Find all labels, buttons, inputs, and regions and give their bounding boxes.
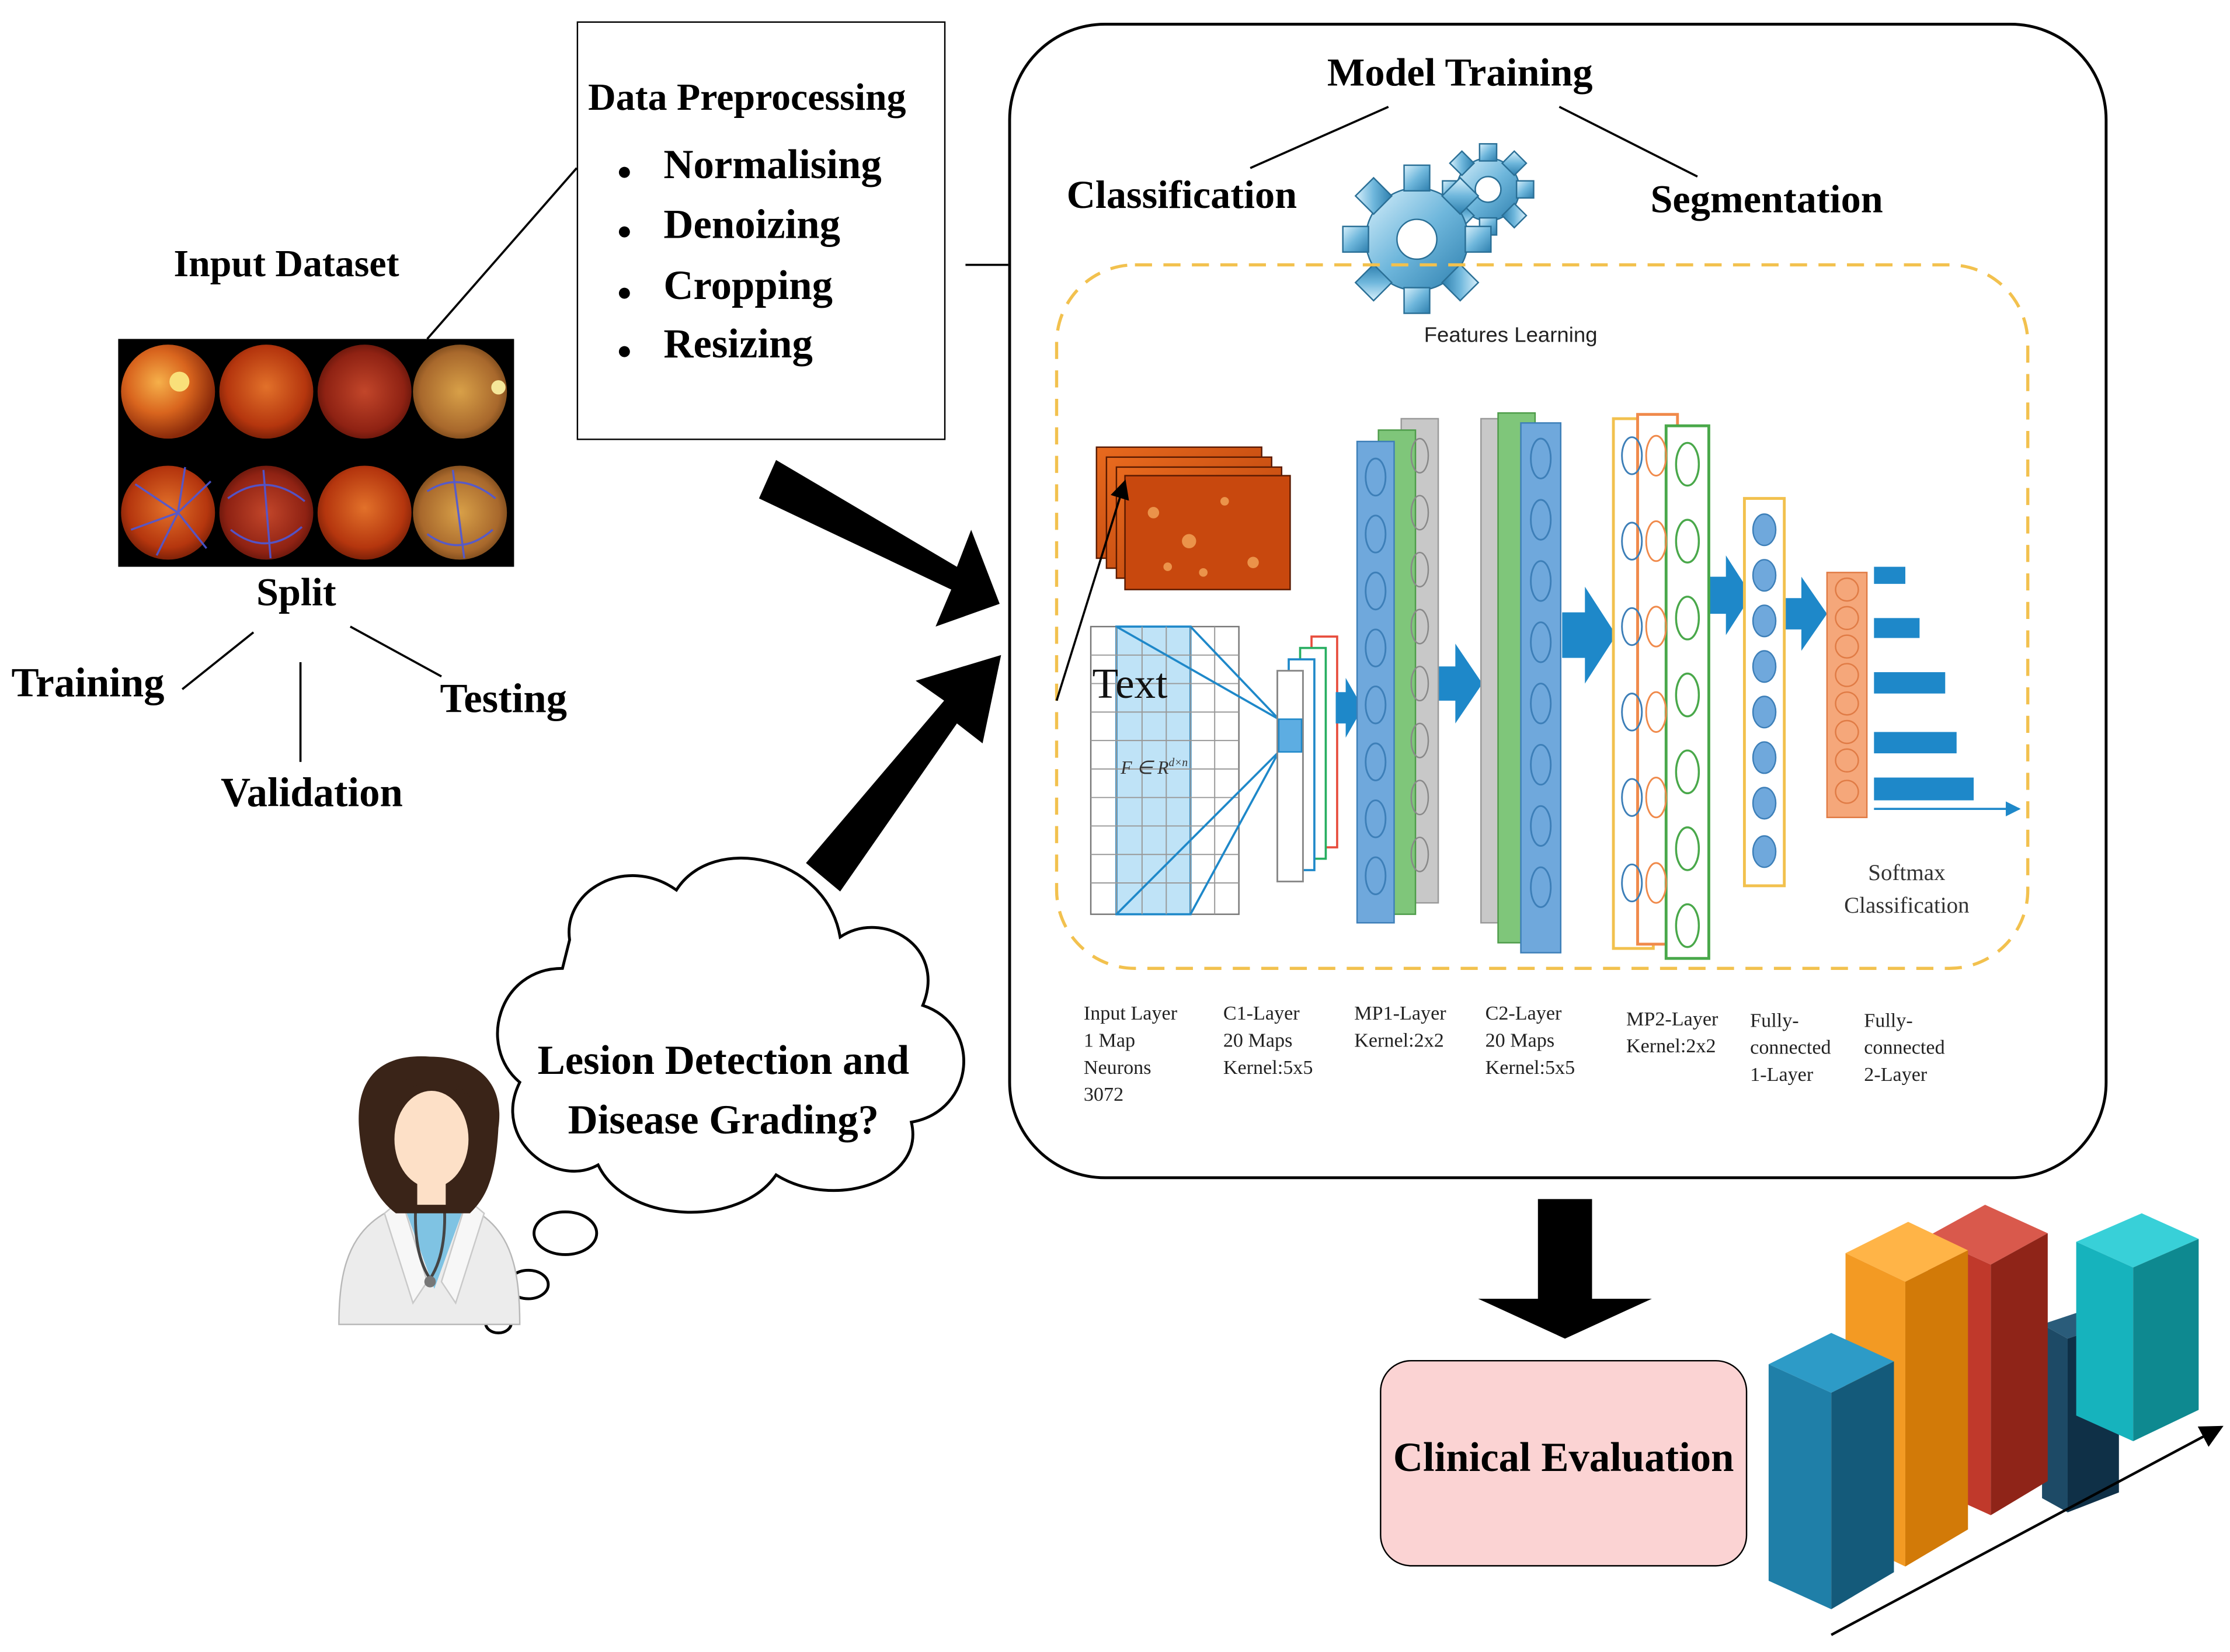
input-formula: F ∈ Rd×n xyxy=(1121,756,1188,778)
preprocessing-title: Data Preprocessing xyxy=(588,75,906,119)
cloud-question: Lesion Detection and Disease Grading? xyxy=(537,1038,910,1144)
layer-label-fc2: Fully- connected 2-Layer xyxy=(1864,1011,1945,1087)
clinical-evaluation-label: Clinical Evaluation xyxy=(1393,1435,1734,1481)
layer-label-mp2: MP2-Layer Kernel:2x2 xyxy=(1626,1010,1718,1058)
doctor-icon xyxy=(338,1056,521,1326)
segmentation-label: Segmentation xyxy=(1650,178,1883,222)
classification-label: Classification xyxy=(1066,173,1297,218)
preprocessing-box xyxy=(576,21,946,440)
thought-cloud-icon xyxy=(484,857,965,1335)
mp1-layer xyxy=(1356,418,1439,924)
softmax-bars xyxy=(1874,566,1974,801)
gears-icon xyxy=(1342,143,1535,314)
layer-label-c2: C2-Layer 20 Maps Kernel:5x5 xyxy=(1485,1004,1575,1080)
feature-map-stack xyxy=(1095,446,1291,590)
model-training-box xyxy=(1008,23,2108,1180)
clinical-evaluation-box xyxy=(1380,1359,1748,1567)
fc1-layer xyxy=(1742,497,1786,888)
layer-label-input: Input Layer 1 Map Neurons 3072 xyxy=(1083,1004,1178,1107)
mp2-layer xyxy=(1612,413,1710,960)
features-learning-label: Features Learning xyxy=(1424,323,1598,348)
arrow-to-evaluation xyxy=(1478,1199,1652,1339)
layer-label-c1: C1-Layer 20 Maps Kernel:5x5 xyxy=(1223,1004,1313,1080)
bar-chart-icon xyxy=(1768,1205,2224,1636)
split-title: Split xyxy=(256,571,336,615)
arrow-cloud-to-model xyxy=(806,655,1001,892)
split-training: Training xyxy=(11,660,165,707)
model-training-title: Model Training xyxy=(1327,51,1593,96)
fc2-layer xyxy=(1826,572,1868,819)
input-dataset-image xyxy=(118,339,514,567)
input-dataset-title: Input Dataset xyxy=(173,242,399,285)
split-validation: Validation xyxy=(220,770,403,816)
layer-label-fc1: Fully- connected 1-Layer xyxy=(1750,1011,1831,1087)
split-testing: Testing xyxy=(440,676,568,722)
input-layer-grid xyxy=(1090,625,1280,916)
input-text-label: Text xyxy=(1092,660,1168,708)
softmax-label: Softmax Classification xyxy=(1844,861,1970,919)
c1-layer-maps xyxy=(1276,635,1338,883)
cnn-dashed-border xyxy=(1055,263,2030,970)
arrow-preprocessing-to-model xyxy=(759,460,1000,627)
c2-layer xyxy=(1480,412,1562,954)
layer-label-mp1: MP1-Layer Kernel:2x2 xyxy=(1354,1004,1446,1053)
